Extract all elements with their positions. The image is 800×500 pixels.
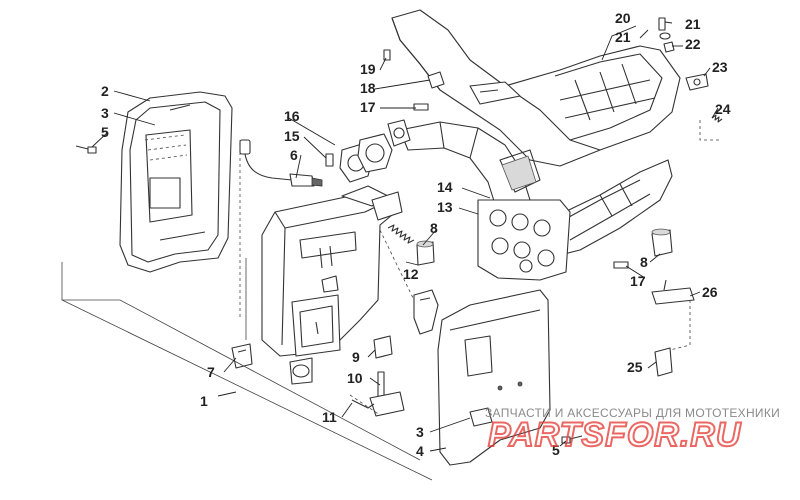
header-pipe-part-14 bbox=[387, 119, 673, 259]
callout-12: 12 bbox=[403, 266, 419, 282]
spring-part-12 bbox=[387, 224, 415, 244]
nut-part-18 bbox=[427, 71, 445, 89]
heat-shield-part-4 bbox=[437, 289, 551, 466]
watermark-caption: ЗАПЧАСТИ И АКСЕССУАРЫ ДЛЯ МОТОТЕХНИКИ bbox=[485, 406, 780, 420]
callout-8-left: 8 bbox=[430, 220, 438, 236]
bracket-part-25 bbox=[654, 347, 673, 377]
callout-5-right: 5 bbox=[552, 442, 560, 458]
callout-5-left: 5 bbox=[101, 124, 109, 140]
callout-3-left: 3 bbox=[101, 105, 109, 121]
callout-17-upper: 17 bbox=[360, 99, 376, 115]
leader-lines bbox=[91, 21, 719, 452]
callout-17-lower: 17 bbox=[630, 273, 646, 289]
callout-11: 11 bbox=[322, 409, 337, 425]
callout-4: 4 bbox=[416, 443, 424, 459]
bracket-part-23 bbox=[685, 73, 709, 91]
callout-24: 24 bbox=[715, 101, 731, 117]
callout-3-right: 3 bbox=[416, 424, 424, 440]
callout-16: 16 bbox=[284, 108, 300, 124]
nut-part-22 bbox=[663, 41, 675, 53]
bolt-part-21-upper bbox=[658, 17, 666, 31]
bracket-part-26 bbox=[651, 279, 695, 305]
bolt-part-10 bbox=[369, 371, 405, 417]
oxygen-sensor-part-6 bbox=[239, 139, 323, 187]
bolt-part-19 bbox=[383, 49, 391, 61]
callout-13: 13 bbox=[437, 199, 453, 215]
callout-19: 19 bbox=[360, 61, 376, 77]
watermark-logo: PARTSFOR.RU bbox=[488, 416, 742, 454]
callout-18: 18 bbox=[360, 80, 376, 96]
callout-21-right: 21 bbox=[685, 16, 701, 32]
exhaust-heat-shield-part-20 bbox=[391, 9, 681, 167]
callout-7: 7 bbox=[207, 364, 215, 380]
clip-part-7 bbox=[231, 343, 253, 369]
callout-1: 1 bbox=[200, 393, 208, 409]
callout-labels: 1 2 3 3 4 5 5 6 7 8 8 9 10 11 12 13 14 1… bbox=[101, 10, 731, 459]
callout-2: 2 bbox=[101, 83, 109, 99]
callout-15: 15 bbox=[284, 128, 300, 144]
callout-23: 23 bbox=[712, 59, 728, 75]
callout-26: 26 bbox=[702, 284, 718, 300]
rubber-mount-part-8-right bbox=[651, 228, 673, 257]
rubber-mount-part-8-left bbox=[416, 240, 435, 266]
spring-part-24 bbox=[711, 114, 723, 123]
assembly-guide-lines bbox=[61, 120, 722, 481]
watermark: ЗАПЧАСТИ И АКСЕССУАРЫ ДЛЯ МОТОТЕХНИКИ PA… bbox=[485, 406, 780, 455]
callout-22: 22 bbox=[685, 36, 701, 52]
bolt-part-17-lower bbox=[613, 261, 629, 269]
bolt-part-17-upper bbox=[413, 103, 429, 111]
clamp-part-9 bbox=[373, 335, 393, 359]
callout-6: 6 bbox=[290, 147, 298, 163]
callout-21-left: 21 bbox=[615, 29, 631, 45]
callout-14: 14 bbox=[437, 179, 453, 195]
callout-8-right: 8 bbox=[640, 254, 648, 270]
callout-25: 25 bbox=[627, 359, 643, 375]
exhaust-gasket-part-13 bbox=[477, 199, 571, 281]
callout-10: 10 bbox=[347, 370, 363, 386]
stud-part-15 bbox=[325, 153, 334, 167]
gasket-part-16 bbox=[339, 133, 393, 183]
heat-shield-part-2 bbox=[119, 91, 233, 273]
washer-part-21 bbox=[659, 32, 671, 40]
pin-part-11 bbox=[351, 399, 375, 409]
muffler-part-1 bbox=[261, 185, 403, 385]
screw-part-5-right bbox=[561, 435, 583, 444]
callout-9: 9 bbox=[352, 349, 360, 365]
callout-20: 20 bbox=[615, 10, 631, 26]
mount-bracket-left bbox=[413, 289, 439, 335]
screw-part-5-left bbox=[75, 145, 97, 154]
